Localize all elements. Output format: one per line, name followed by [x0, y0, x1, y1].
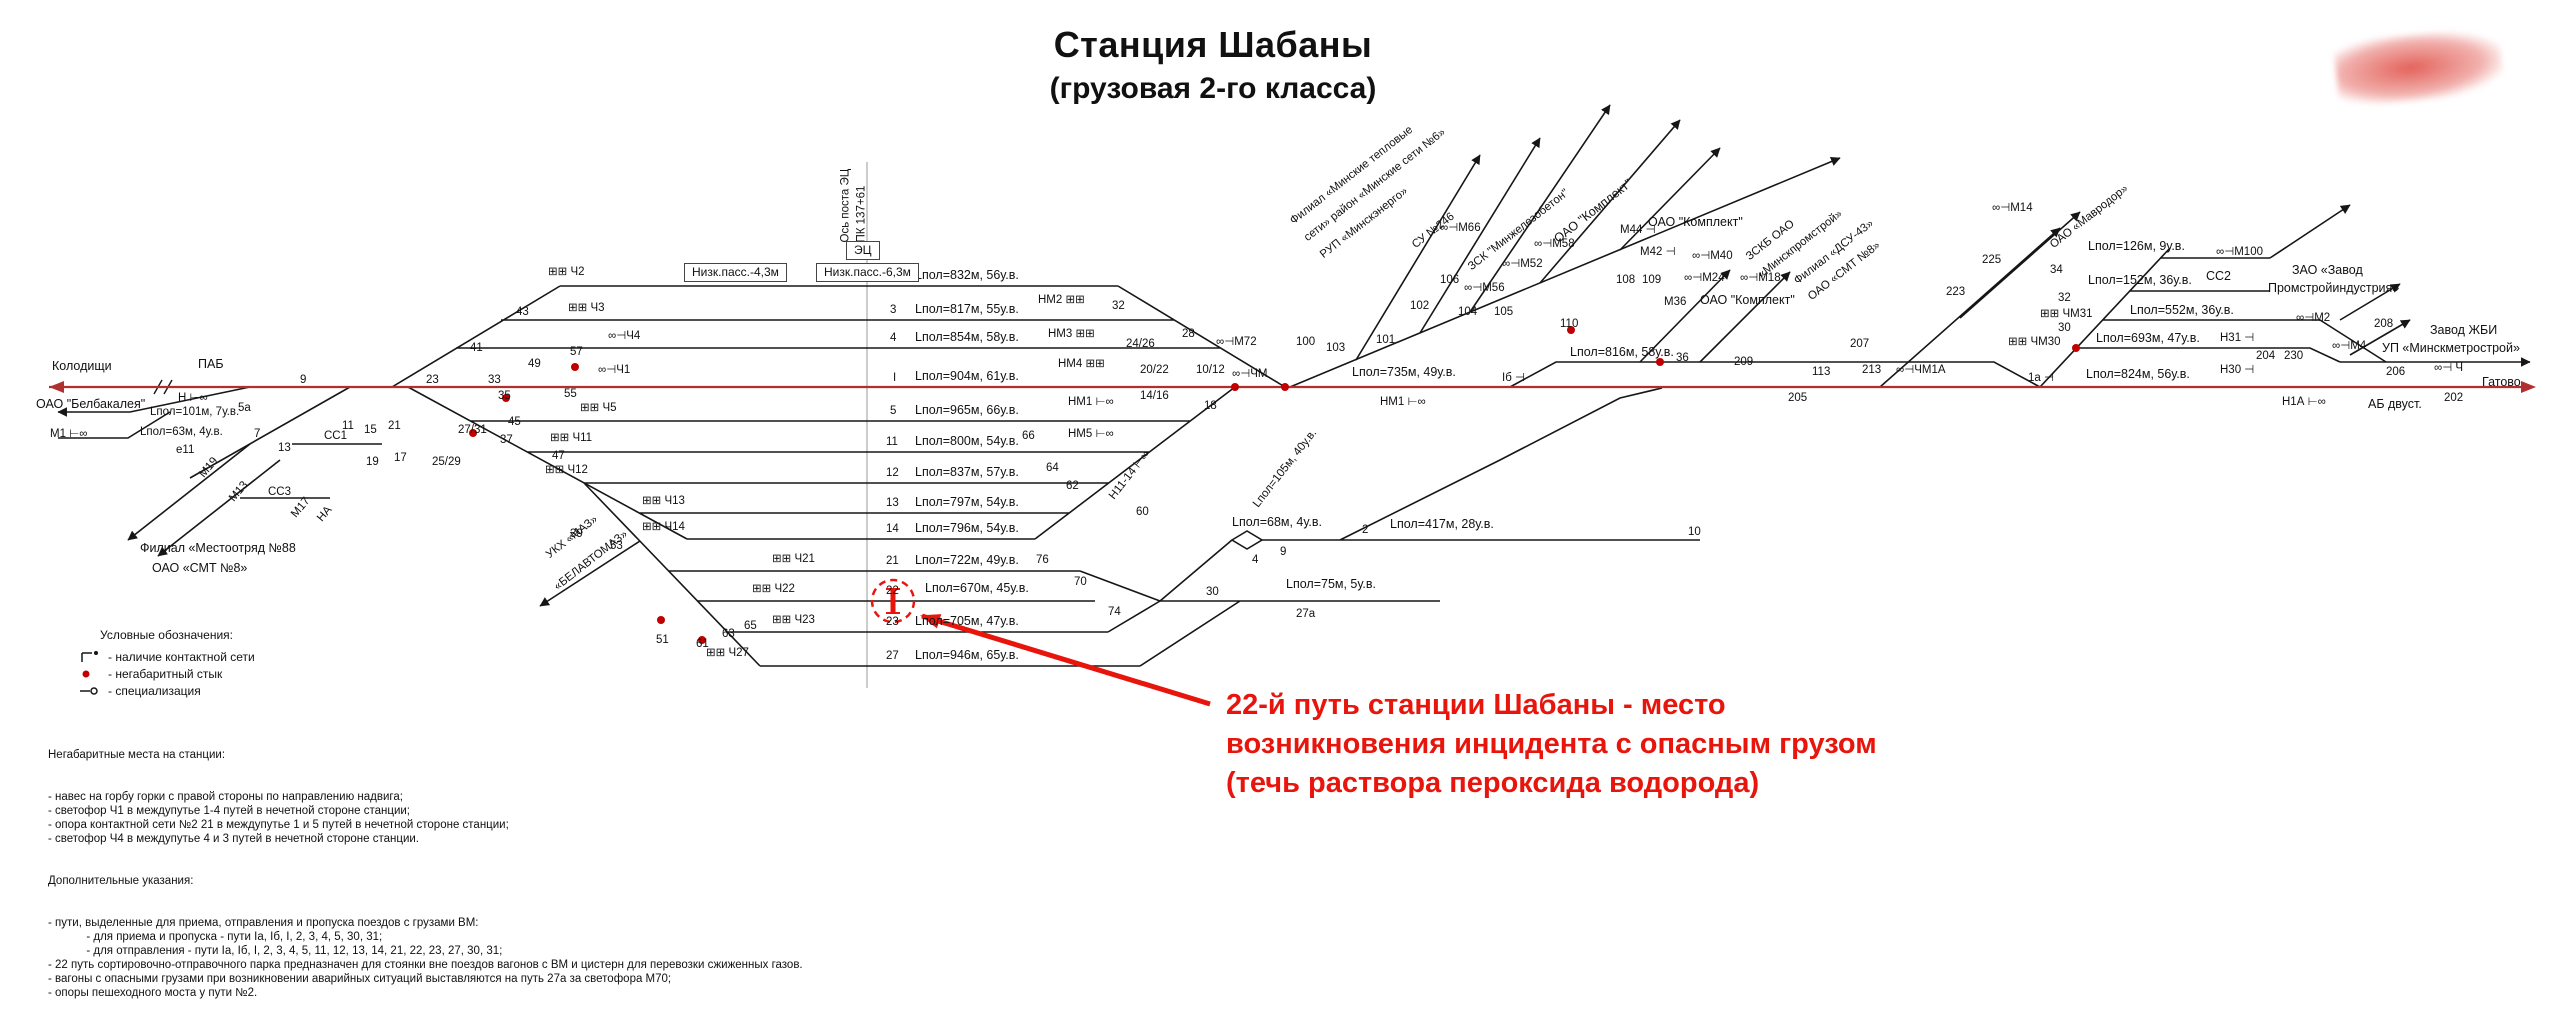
- station-title: Станция Шабаны: [1053, 24, 1373, 65]
- note-line: - 22 путь сортировочно-отправочного парк…: [48, 959, 803, 971]
- note-line: - опора контактной сети №2 21 в междупут…: [48, 819, 509, 831]
- joint-dots: [469, 326, 2080, 644]
- legend-item-label: - специализация: [108, 683, 201, 698]
- specialization-icon: [80, 686, 98, 695]
- incident-marker: [870, 578, 916, 624]
- note-line: - светофор Ч1 в междупутье 1-4 путей в н…: [48, 805, 410, 817]
- legend-item: - специализация: [78, 682, 255, 699]
- station-subtitle: (грузовая 2-го класса): [1049, 72, 1377, 105]
- joint-icon: [82, 670, 90, 677]
- main-line: [49, 381, 2536, 393]
- track-lines: [58, 247, 2387, 667]
- legend-item: - наличие контактной сети: [78, 648, 255, 665]
- notes-group-1: - навес на горбу горки с правой стороны …: [48, 790, 803, 846]
- notes-block: Негабаритные места на станции: - навес н…: [48, 720, 803, 1014]
- catenary-icon: [81, 650, 98, 662]
- note-line: - светофор Ч4 в междупутье 4 и 3 путей в…: [48, 833, 419, 845]
- legend-item-label: - наличие контактной сети: [108, 649, 255, 664]
- page-title: Станция Шабаны (грузовая 2-го класса): [978, 24, 1448, 106]
- legend: Условные обозначения: - наличие контактн…: [78, 628, 255, 699]
- track-diagram: [49, 104, 2536, 707]
- legend-item: - негабаритный стык: [78, 665, 255, 682]
- incident-annotation-line: 22-й путь станции Шабаны - место: [1226, 689, 1726, 721]
- notes-group-2: - пути, выделенные для приема, отправлен…: [48, 916, 803, 1000]
- note-line: - для отправления - пути Iа, Iб, I, 2, 3…: [48, 945, 503, 957]
- incident-annotation-arrow: [920, 613, 1211, 707]
- note-line: - навес на горбу горки с правой стороны …: [48, 791, 403, 803]
- incident-annotation-line: (течь раствора пероксида водорода): [1226, 767, 1760, 799]
- note-line: - для приема и пропуска - пути Iа, Iб, I…: [48, 931, 383, 943]
- crossing-diamond: [1230, 530, 1264, 550]
- note-line: - пути, выделенные для приема, отправлен…: [48, 917, 479, 929]
- notes-heading-2: Дополнительные указания:: [48, 875, 194, 887]
- legend-item-label: - негабаритный стык: [108, 666, 223, 681]
- incident-annotation-text: 22-й путь станции Шабаны - место возникно…: [1226, 686, 1877, 803]
- incident-annotation-line: возникновения инцидента с опасным грузом: [1226, 728, 1877, 760]
- note-line: - вагоны с опасными грузами при возникно…: [48, 973, 672, 985]
- branch-arrows: [57, 104, 2531, 607]
- note-line: - опоры пешеходного моста у пути №2.: [48, 987, 258, 999]
- notes-heading-1: Негабаритные места на станции:: [48, 749, 226, 761]
- legend-heading: Условные обозначения:: [100, 628, 233, 642]
- station-scheme-page: { "title": {"line1": "Станция Шабаны", "…: [36, 24, 2536, 999]
